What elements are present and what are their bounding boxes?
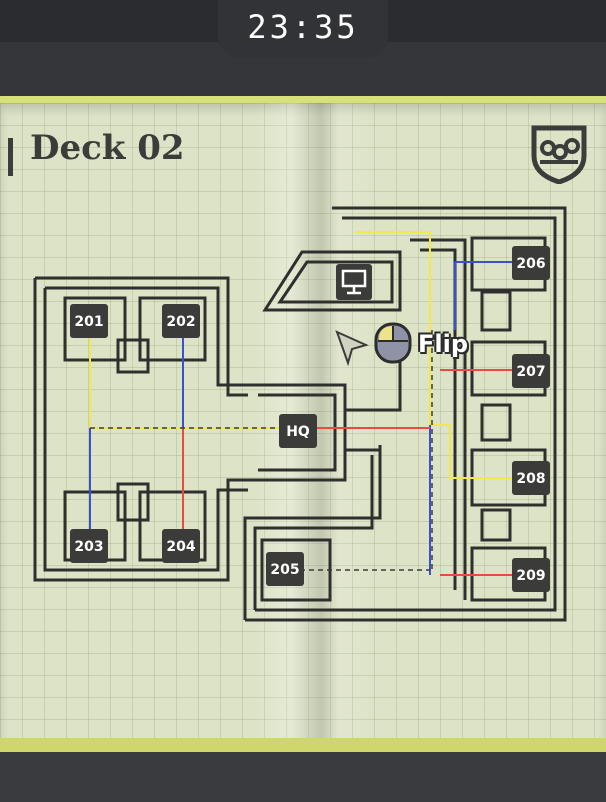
room-201-label: 201 [74,314,103,330]
bottom-bar [0,752,606,802]
room-206: 206 [512,246,550,280]
title-bar-mark [8,138,13,176]
room-206-label: 206 [516,256,545,272]
room-207: 207 [512,354,550,388]
room-202-label: 202 [166,314,195,330]
room-201: 201 [70,304,108,338]
deck-title: Deck 02 [30,128,185,168]
room-204: 204 [162,529,200,563]
paper-edge-top [0,96,606,104]
cursor-arrow-icon [335,330,369,367]
crest-icon [531,125,587,184]
room-205: 205 [266,552,304,586]
room-204-label: 204 [166,539,195,555]
room-hq: HQ [279,414,317,448]
room-203: 203 [70,529,108,563]
room-205-label: 205 [270,562,299,578]
paper-edge-bottom [0,738,606,752]
flip-hint-label: Flip [418,330,469,358]
room-207-label: 207 [516,364,545,380]
room-202: 202 [162,304,200,338]
mouse-icon [374,322,412,364]
terminal-icon[interactable] [336,264,372,300]
room-hq-label: HQ [286,424,310,440]
clock-panel: 23:35 [218,0,388,58]
room-209-label: 209 [516,568,545,584]
room-208: 208 [512,461,550,495]
room-203-label: 203 [74,539,103,555]
clock-time: 23:35 [247,8,359,46]
room-209: 209 [512,558,550,592]
room-208-label: 208 [516,471,545,487]
